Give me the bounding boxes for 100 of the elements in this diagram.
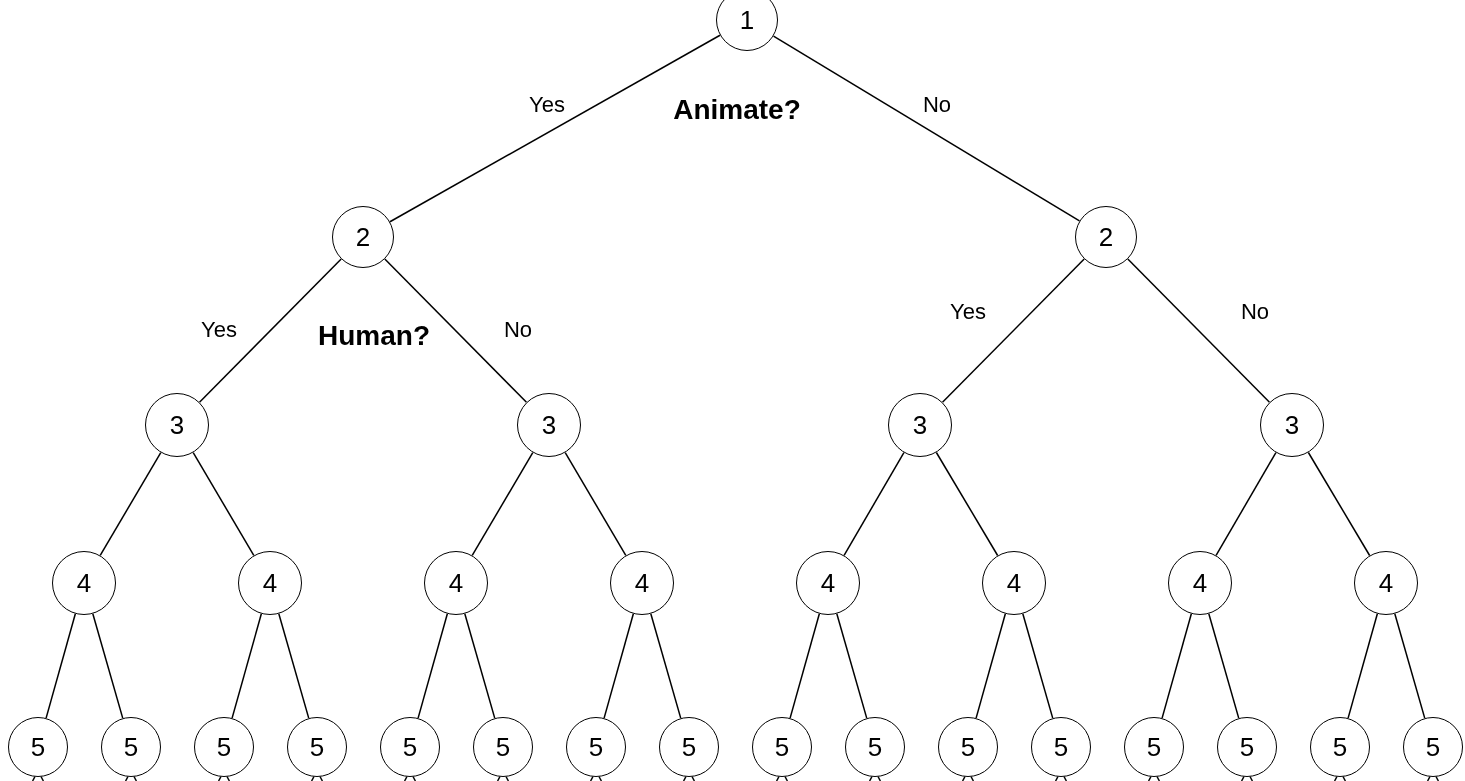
tree-branch-line [496,775,501,781]
tree-node-circle [473,717,533,777]
tree-node-circle [1124,717,1184,777]
tree-branch-line [1156,775,1161,781]
tree-branch-line [868,775,873,781]
tree-branch-line [836,613,868,719]
tree-branch-line [505,775,510,781]
level-number: 1 [739,4,755,36]
tree-branch-line [1161,613,1193,719]
tree-branch-line [564,451,627,557]
tree-branch-line [1333,775,1338,781]
tree-branch-line [935,451,999,557]
tree-branch-line [970,775,975,781]
tree-branch-line [975,613,1007,719]
tree-branch-line [1240,775,1245,781]
level-number: 5 [1425,731,1441,763]
level-number: 5 [216,731,232,763]
tree-branch-line [789,613,821,719]
tree-branch-line [603,613,635,719]
tree-branch-line [45,613,77,719]
tree-branch-line [217,775,222,781]
tree-branch-line [1022,613,1054,719]
tree-node-circle [1217,717,1277,777]
level-number: 2 [1098,221,1114,253]
tree-branch-line [133,775,138,781]
tree-node-circle [888,393,952,457]
tree-node-circle [716,0,778,51]
tree-branch-line [464,613,496,719]
tree-node-circle [145,393,209,457]
tree-branch-line [99,451,162,557]
tree-branch-line [226,775,231,781]
tree-branch-line [1215,451,1277,557]
tree-branch-line [1054,775,1059,781]
tree-branch-line [1147,775,1152,781]
tree-branch-line [192,451,255,557]
tree-branch-line [231,613,263,719]
tree-branch-line [1208,613,1240,719]
level-number: 5 [588,731,604,763]
level-number: 3 [541,409,557,441]
level-number: 5 [309,731,325,763]
tree-branch-line [1435,775,1440,781]
tree-branch-line [278,613,310,719]
tree-branch-line [1249,775,1254,781]
tree-branch-line [124,775,129,781]
tree-branch-line [389,34,721,223]
tree-node-circle [287,717,347,777]
tree-branch-line [198,258,342,403]
level-number: 5 [867,731,883,763]
tree-branch-line [1063,775,1068,781]
tree-node-circle [566,717,626,777]
level-number: 4 [634,567,650,599]
level-number: 3 [912,409,928,441]
tree-branch-line [40,775,45,781]
tree-node-circle [1403,717,1463,777]
tree-node-circle [938,717,998,777]
tree-node-circle [1310,717,1370,777]
level-number: 5 [960,731,976,763]
tree-branch-line [784,775,789,781]
tree-branch-line [1307,451,1371,557]
level-number: 3 [169,409,185,441]
tree-branch-line [775,775,780,781]
tree-node-circle [517,393,581,457]
tree-branch-line [877,775,882,781]
tree-branch-line [843,451,905,557]
tree-branch-line [1347,613,1379,719]
tree-branch-line [310,775,315,781]
question-label: Human? [318,320,430,352]
level-number: 2 [355,221,371,253]
tree-node-circle [194,717,254,777]
tree-node-circle [1075,206,1137,268]
tree-node-circle [101,717,161,777]
question-label: Animate? [673,94,801,126]
level-number: 5 [1332,731,1348,763]
tree-branch-line [417,613,449,719]
tree-node-circle [1031,717,1091,777]
tree-branch-line [650,613,682,719]
level-number: 5 [1239,731,1255,763]
level-number: 5 [123,731,139,763]
tree-node-circle [845,717,905,777]
tree-branch-line [598,775,603,781]
level-number: 4 [820,567,836,599]
level-number: 5 [774,731,790,763]
tree-branch-line [682,775,687,781]
tree-node-circle [659,717,719,777]
tree-branch-line [1127,258,1271,403]
level-number: 4 [1192,567,1208,599]
tree-branch-line [1426,775,1431,781]
tree-branch-line [691,775,696,781]
tree-branch-line [772,35,1081,222]
tree-branch-line [412,775,417,781]
tree-node-circle [8,717,68,777]
level-number: 5 [495,731,511,763]
level-number: 4 [76,567,92,599]
tree-branch-line [961,775,966,781]
tree-branch-line [92,613,124,719]
tree-branch-line [384,258,528,403]
level-number: 4 [262,567,278,599]
tree-branch-line [471,451,534,557]
level-number: 5 [1053,731,1069,763]
tree-branch-line [589,775,594,781]
